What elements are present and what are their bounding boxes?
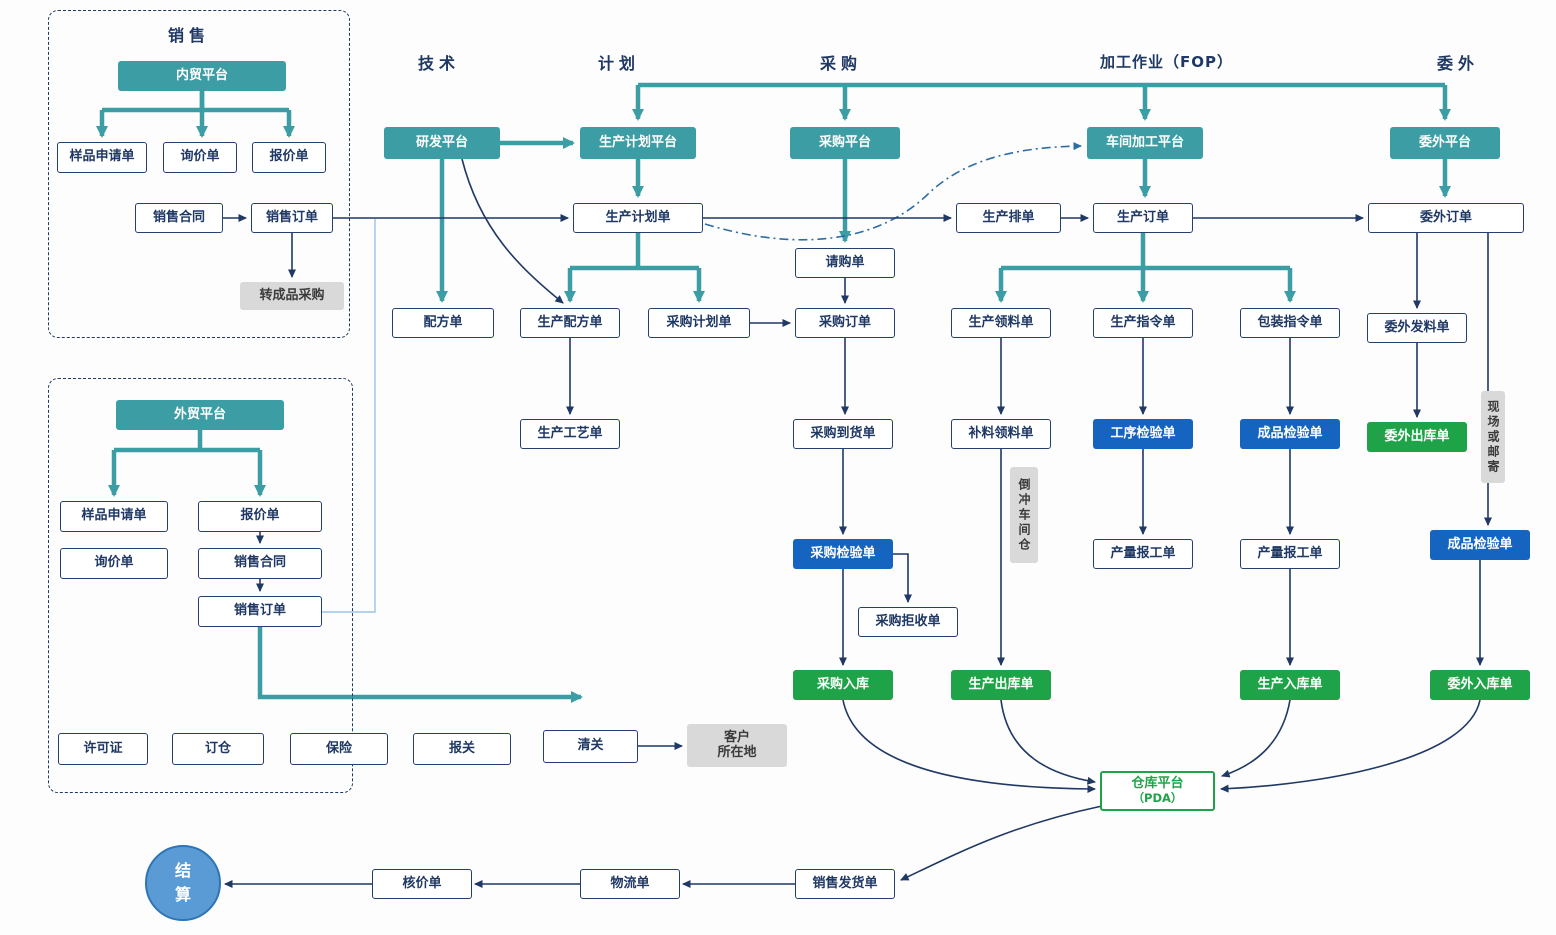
doc-production-inbound: 生产入库单 [1240,670,1340,700]
doc-purchase-requisition: 请购单 [795,248,895,278]
platform-production-planning: 生产计划平台 [580,127,696,159]
doc-production-instruction: 生产指令单 [1093,308,1193,338]
doc-outsourcing-material-issue: 委外发料单 [1367,313,1467,343]
platform-workshop: 车间加工平台 [1087,127,1203,159]
doc-outsourcing-inbound: 委外入库单 [1430,670,1530,700]
doc-finished-inspection-1: 成品检验单 [1240,419,1340,449]
label-customer-location: 客户 所在地 [687,724,787,767]
settlement-line2: 算 [174,885,191,904]
doc-production-order: 生产订单 [1093,203,1193,233]
doc-license: 许可证 [58,733,148,765]
doc-sales-contract-1: 销售合同 [135,203,223,233]
doc-production-schedule: 生产排单 [956,203,1061,233]
doc-sales-contract-2: 销售合同 [198,548,322,579]
doc-sample-request-1: 样品申请单 [57,142,147,173]
platform-rnd: 研发平台 [384,127,500,159]
platform-warehouse-pda: 仓库平台 （PDA） [1100,771,1215,811]
doc-customs-declaration: 报关 [413,733,511,765]
doc-production-formula: 生产配方单 [520,308,620,338]
doc-outsourcing-outbound: 委外出库单 [1367,422,1467,452]
platform-domestic-trade: 内贸平台 [118,61,286,91]
doc-output-report-1: 产量报工单 [1093,539,1193,569]
doc-production-plan: 生产计划单 [573,203,703,233]
header-outsource: 委外 [1437,54,1480,73]
platform-procurement: 采购平台 [790,127,900,159]
customer-location-line1: 客户 [723,729,750,745]
doc-purchase-inbound: 采购入库 [793,670,893,700]
label-backflush-workshop-warehouse: 倒冲车间仓 [1010,467,1038,563]
doc-insurance: 保险 [290,733,388,765]
customer-location-line2: 所在地 [717,744,757,760]
warehouse-platform-line1: 仓库平台 [1131,776,1184,792]
doc-process-inspection: 工序检验单 [1093,419,1193,449]
header-sales: 销售 [168,26,211,45]
doc-sales-order-1: 销售订单 [251,203,333,233]
doc-price-verification: 核价单 [372,869,472,899]
doc-production-outbound: 生产出库单 [951,670,1051,700]
settlement-line1: 结 [174,861,191,880]
doc-replenish-picking: 补料领料单 [951,419,1051,449]
domestic-sales-region [48,10,350,338]
doc-customs-clearance: 清关 [543,730,638,763]
header-fop: 加工作业（FOP） [1100,53,1233,71]
settlement-terminal: 结 算 [145,845,221,921]
header-purchase: 采购 [820,54,863,73]
doc-quotation-2: 报价单 [198,501,322,532]
doc-purchase-inspection: 采购检验单 [793,539,893,569]
doc-purchase-order: 采购订单 [795,308,895,338]
doc-production-picking: 生产领料单 [951,308,1051,338]
doc-purchase-plan: 采购计划单 [648,308,750,338]
doc-purchase-arrival: 采购到货单 [793,419,893,449]
doc-logistics: 物流单 [580,869,680,899]
header-plan: 计划 [598,54,641,73]
platform-foreign-trade: 外贸平台 [116,400,284,430]
doc-booking: 订仓 [172,733,264,765]
doc-formula: 配方单 [392,308,494,338]
doc-finished-inspection-2: 成品检验单 [1430,530,1530,560]
doc-production-process: 生产工艺单 [520,419,620,449]
doc-inquiry-1: 询价单 [163,142,237,173]
foreign-trade-region [48,378,353,793]
doc-quotation-1: 报价单 [252,142,326,173]
doc-sample-request-2: 样品申请单 [60,501,168,532]
doc-packaging-instruction: 包装指令单 [1240,308,1340,338]
doc-sales-delivery: 销售发货单 [795,869,895,899]
header-tech: 技术 [418,54,461,73]
doc-sales-order-2: 销售订单 [198,596,322,627]
doc-purchase-rejection: 采购拒收单 [858,607,958,637]
doc-convert-finished-purchase: 转成品采购 [240,282,344,310]
platform-outsourcing: 委外平台 [1390,127,1500,159]
doc-output-report-2: 产量报工单 [1240,539,1340,569]
warehouse-platform-line2: （PDA） [1132,790,1183,805]
doc-inquiry-2: 询价单 [60,548,168,579]
label-onsite-or-mail: 现场或邮寄 [1481,391,1505,483]
doc-outsourcing-order: 委外订单 [1368,203,1524,233]
